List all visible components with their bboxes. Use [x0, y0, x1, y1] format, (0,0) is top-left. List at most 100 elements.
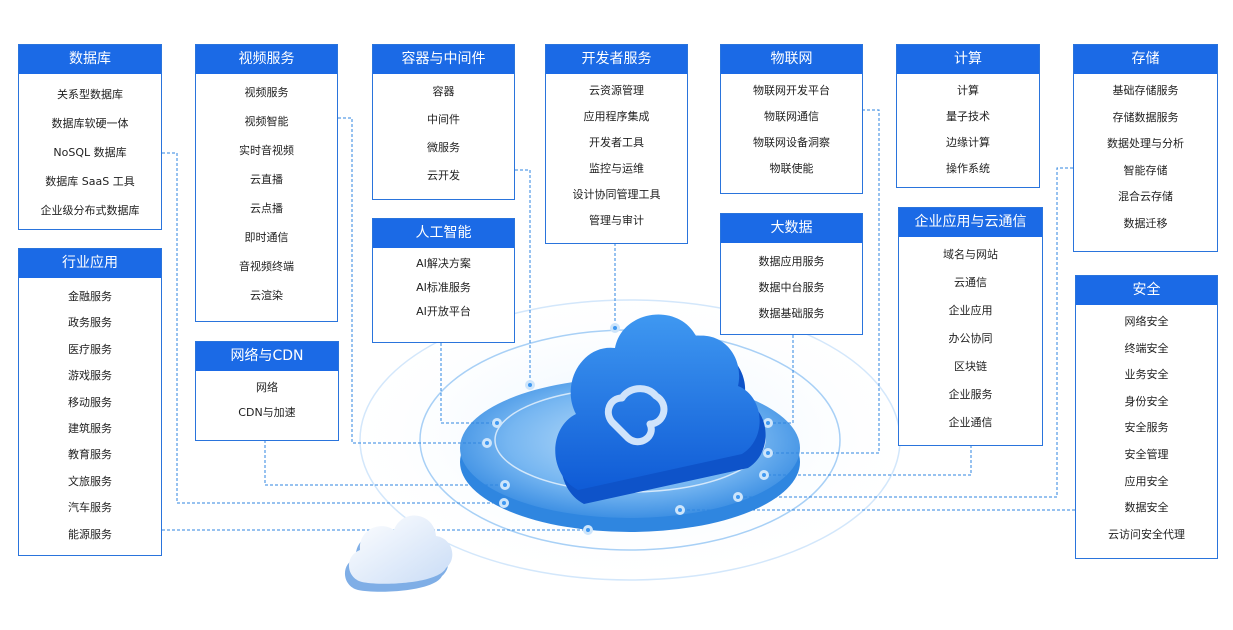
service-item[interactable]: 混合云存储 [1118, 190, 1173, 204]
service-item[interactable]: 操作系统 [946, 162, 990, 175]
service-item[interactable]: 企业服务 [948, 388, 993, 401]
service-item[interactable]: 终端安全 [1124, 341, 1169, 355]
service-item[interactable]: 办公协同 [948, 332, 993, 345]
service-item[interactable]: AI标准服务 [416, 281, 471, 294]
panel-title: 网络与CDN [196, 342, 338, 371]
service-item[interactable]: 企业通信 [948, 416, 993, 429]
service-item[interactable]: 数据迁移 [1123, 216, 1168, 230]
service-item[interactable]: 云点播 [250, 202, 283, 215]
service-item[interactable]: 数据基础服务 [758, 307, 825, 320]
service-item[interactable]: 移动服务 [68, 395, 112, 409]
service-item[interactable]: 安全管理 [1124, 447, 1169, 461]
service-item[interactable]: 医疗服务 [68, 342, 112, 356]
service-item[interactable]: 微服务 [427, 141, 460, 154]
service-item[interactable]: 汽车服务 [68, 501, 112, 515]
service-item[interactable]: 区块链 [954, 360, 987, 373]
panel-item-list: 基础存储服务存储数据服务数据处理与分析智能存储混合云存储数据迁移 [1074, 74, 1217, 238]
service-item[interactable]: 身份安全 [1124, 394, 1169, 408]
service-item[interactable]: 容器 [432, 85, 455, 98]
panel-compute: 计算计算量子技术边缘计算操作系统 [896, 44, 1040, 188]
panel-item-list: 网络 CDN与加速 [196, 371, 338, 425]
service-item[interactable]: 数据中台服务 [758, 281, 825, 294]
panel-title: 开发者服务 [546, 45, 687, 74]
panel-title: 安全 [1076, 276, 1217, 305]
panel-storage: 存储基础存储服务存储数据服务数据处理与分析智能存储混合云存储数据迁移 [1073, 44, 1218, 252]
service-item[interactable]: 应用安全 [1124, 474, 1169, 488]
service-item[interactable]: NoSQL 数据库 [53, 146, 127, 159]
service-item[interactable]: AI开放平台 [416, 305, 471, 318]
service-item[interactable]: 设计协同管理工具 [572, 188, 661, 201]
service-item[interactable]: CDN与加速 [238, 406, 296, 419]
service-item[interactable]: 关系型数据库 [57, 88, 123, 101]
panel-iot: 物联网物联网开发平台物联网通信物联网设备洞察物联使能 [720, 44, 863, 194]
service-item[interactable]: 中间件 [427, 113, 460, 126]
service-item[interactable]: 企业应用 [948, 304, 993, 317]
panel-title: 物联网 [721, 45, 862, 74]
service-item[interactable]: 音视频终端 [239, 260, 294, 273]
service-item[interactable]: 云通信 [954, 276, 987, 289]
service-item[interactable]: 物联网通信 [764, 110, 819, 123]
service-item[interactable]: 云资源管理 [589, 84, 644, 97]
panel-video: 视频服务视频服务视频智能实时音视频云直播云点播即时通信音视频终端云渲染 [195, 44, 338, 322]
panel-industry: 行业应用金融服务政务服务医疗服务游戏服务移动服务建筑服务教育服务文旅服务汽车服务… [18, 248, 162, 556]
service-item[interactable]: 教育服务 [68, 448, 112, 462]
service-item[interactable]: 数据库软硬一体 [51, 117, 129, 130]
service-item[interactable]: 企业级分布式数据库 [40, 204, 140, 217]
panel-item-list: 金融服务政务服务医疗服务游戏服务移动服务建筑服务教育服务文旅服务汽车服务能源服务 [19, 278, 161, 548]
service-item[interactable]: 建筑服务 [68, 421, 112, 435]
service-item[interactable]: 云渲染 [250, 289, 283, 302]
panel-title: 计算 [897, 45, 1039, 74]
service-item[interactable]: 数据应用服务 [758, 255, 825, 268]
service-item[interactable]: 政务服务 [68, 316, 112, 330]
service-item[interactable]: AI解决方案 [416, 257, 471, 270]
service-item[interactable]: 文旅服务 [68, 474, 112, 488]
panel-item-list: 视频服务视频智能实时音视频云直播云点播即时通信音视频终端云渲染 [196, 74, 337, 310]
service-item[interactable]: 监控与运维 [589, 162, 644, 175]
service-item[interactable]: 业务安全 [1124, 368, 1169, 382]
cloud-logo-icon [555, 314, 766, 504]
service-item[interactable]: 金融服务 [68, 290, 112, 303]
service-item[interactable]: 能源服务 [68, 527, 112, 541]
service-item[interactable]: 计算 [957, 84, 979, 97]
service-item[interactable]: 云访问安全代理 [1108, 527, 1185, 541]
panel-title: 数据库 [19, 45, 161, 74]
service-item[interactable]: 存储数据服务 [1112, 110, 1179, 124]
service-item[interactable]: 边缘计算 [946, 136, 990, 149]
service-item[interactable]: 视频智能 [244, 115, 289, 128]
panel-enterprise: 企业应用与云通信域名与网站云通信企业应用办公协同区块链企业服务企业通信 [898, 207, 1043, 446]
service-item[interactable]: 数据处理与分析 [1107, 137, 1184, 151]
service-item[interactable]: 云直播 [250, 173, 283, 186]
service-item[interactable]: 物联使能 [769, 162, 814, 175]
panel-item-list: 网络安全终端安全业务安全身份安全安全服务安全管理应用安全数据安全云访问安全代理 [1076, 305, 1217, 548]
service-item[interactable]: 管理与审计 [589, 214, 644, 227]
service-item[interactable]: 视频服务 [244, 86, 289, 99]
service-item[interactable]: 即时通信 [244, 231, 289, 244]
service-item[interactable]: 数据安全 [1124, 501, 1169, 515]
service-item[interactable]: 智能存储 [1123, 163, 1168, 177]
panel-title: 视频服务 [196, 45, 337, 74]
panel-item-list: 计算量子技术边缘计算操作系统 [897, 74, 1039, 182]
service-item[interactable]: 网络 [256, 381, 278, 394]
service-item[interactable]: 开发者工具 [589, 136, 644, 149]
service-item[interactable]: 安全服务 [1124, 421, 1169, 435]
service-item[interactable]: 物联网开发平台 [753, 84, 830, 97]
service-item[interactable]: 数据库 SaaS 工具 [45, 175, 135, 188]
panel-title: 行业应用 [19, 249, 161, 278]
service-item[interactable]: 域名与网站 [943, 248, 998, 261]
service-item[interactable]: 量子技术 [946, 110, 990, 123]
service-item[interactable]: 游戏服务 [68, 369, 112, 383]
service-item[interactable]: 物联网设备洞察 [753, 136, 830, 149]
panel-item-list: 数据应用服务数据中台服务数据基础服务 [721, 243, 862, 327]
service-item[interactable]: 网络安全 [1124, 315, 1169, 328]
panel-container: 容器与中间件容器中间件微服务云开发 [372, 44, 515, 200]
service-item[interactable]: 基础存储服务 [1112, 84, 1179, 97]
service-item[interactable]: 云开发 [427, 169, 460, 182]
panel-security: 安全网络安全终端安全业务安全身份安全安全服务安全管理应用安全数据安全云访问安全代… [1075, 275, 1218, 559]
panel-title: 企业应用与云通信 [899, 208, 1042, 237]
service-item[interactable]: 实时音视频 [239, 144, 294, 157]
service-item[interactable]: 应用程序集成 [583, 110, 650, 123]
panel-bigdata: 大数据数据应用服务数据中台服务数据基础服务 [720, 213, 863, 335]
